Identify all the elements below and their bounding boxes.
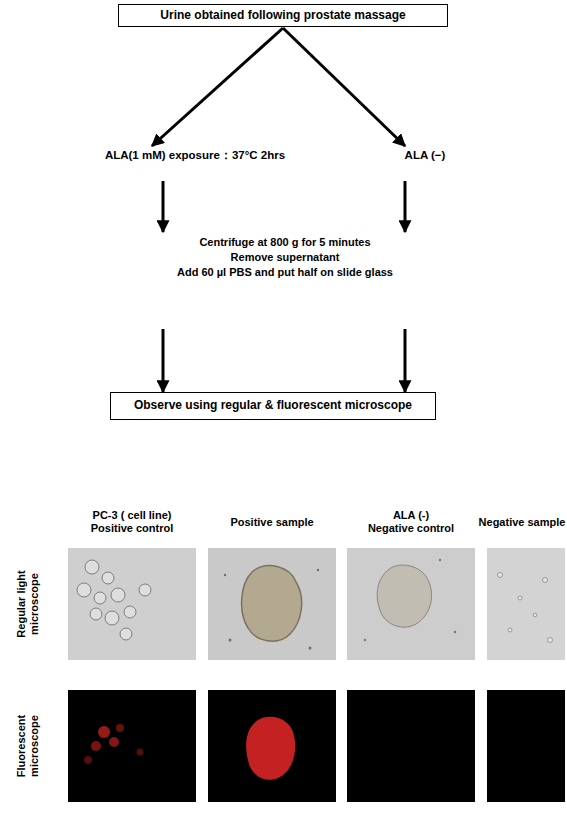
cell: [139, 584, 151, 596]
debris: [498, 573, 503, 578]
end-box: Observe using regular & fluorescent micr…: [110, 392, 436, 420]
cell: [77, 583, 91, 597]
micrograph-regular-negative-control: [347, 548, 475, 660]
cell: [94, 592, 106, 604]
column-header: Negative sample: [477, 516, 567, 529]
process-step: Centrifuge at 800 g for 5 minutesRemove …: [140, 232, 430, 328]
flow-arrow: [404, 329, 407, 392]
cell: [109, 737, 119, 747]
flow-arrow: [152, 28, 283, 146]
cell: [111, 588, 125, 602]
debris: [518, 596, 522, 600]
cell: [124, 606, 136, 618]
micrograph-regular-positive: [208, 548, 336, 660]
step-text: ALA (−): [380, 146, 470, 180]
cell: [98, 726, 110, 738]
cell-circles: [77, 560, 151, 640]
step-text: ALA(1 mM) exposure：37°C 2hrs: [88, 146, 302, 180]
debris: [229, 639, 232, 642]
cell-cluster: [377, 565, 431, 627]
flow-arrow: [283, 28, 405, 146]
micrograph-fluorescent-negative-control: [347, 690, 475, 802]
debris: [543, 578, 548, 583]
cell: [116, 724, 124, 732]
micrograph-fluorescent-positive: [208, 690, 336, 802]
debris: [533, 613, 537, 617]
debris-dots: [224, 569, 319, 650]
node-text: Observe using regular & fluorescent micr…: [134, 398, 412, 413]
node-text: ALA(1 mM) exposure：37°C 2hrs: [105, 148, 285, 163]
cell-cluster: [242, 566, 302, 641]
debris: [454, 631, 457, 634]
flow-arrow: [162, 181, 165, 232]
debris: [364, 639, 367, 642]
debris-dots: [364, 559, 457, 642]
cell: [91, 741, 101, 751]
node-text: Centrifuge at 800 g for 5 minutes: [199, 235, 370, 250]
debris: [439, 559, 441, 561]
node-text: Remove supernatant: [231, 250, 340, 265]
debris-dots: [498, 573, 553, 643]
flow-arrow: [162, 329, 165, 392]
flow-arrow: [404, 181, 407, 232]
debris: [224, 574, 226, 576]
cell: [105, 611, 119, 625]
cell: [90, 608, 102, 620]
fluorescent-cluster: [246, 717, 295, 780]
micrograph-fluorescent-negative: [487, 690, 565, 802]
cell: [85, 560, 99, 574]
micrograph-regular-pc3: [68, 548, 196, 660]
row-header: Regular light microscope: [15, 554, 41, 654]
cell: [120, 628, 132, 640]
cell: [102, 572, 114, 584]
debris: [508, 628, 512, 632]
node-text: ALA (−): [405, 148, 446, 163]
row-header: Fluorescent microscope: [15, 696, 41, 796]
column-header: ALA (-) Negative control: [361, 509, 461, 535]
node-text: Urine obtained following prostate massag…: [160, 8, 405, 23]
node-text: Add 60 µl PBS and put half on slide glas…: [177, 265, 393, 280]
micrograph-fluorescent-pc3: [68, 690, 196, 802]
debris: [548, 638, 553, 643]
column-header: PC-3 ( cell line) Positive control: [82, 509, 182, 535]
fluorescent-cells: [84, 724, 144, 764]
debris: [317, 569, 319, 571]
start-box: Urine obtained following prostate massag…: [118, 4, 448, 27]
cell: [137, 749, 144, 756]
micrograph-regular-negative: [487, 548, 565, 660]
cell: [84, 756, 92, 764]
column-header: Positive sample: [222, 516, 322, 529]
debris: [309, 647, 312, 650]
